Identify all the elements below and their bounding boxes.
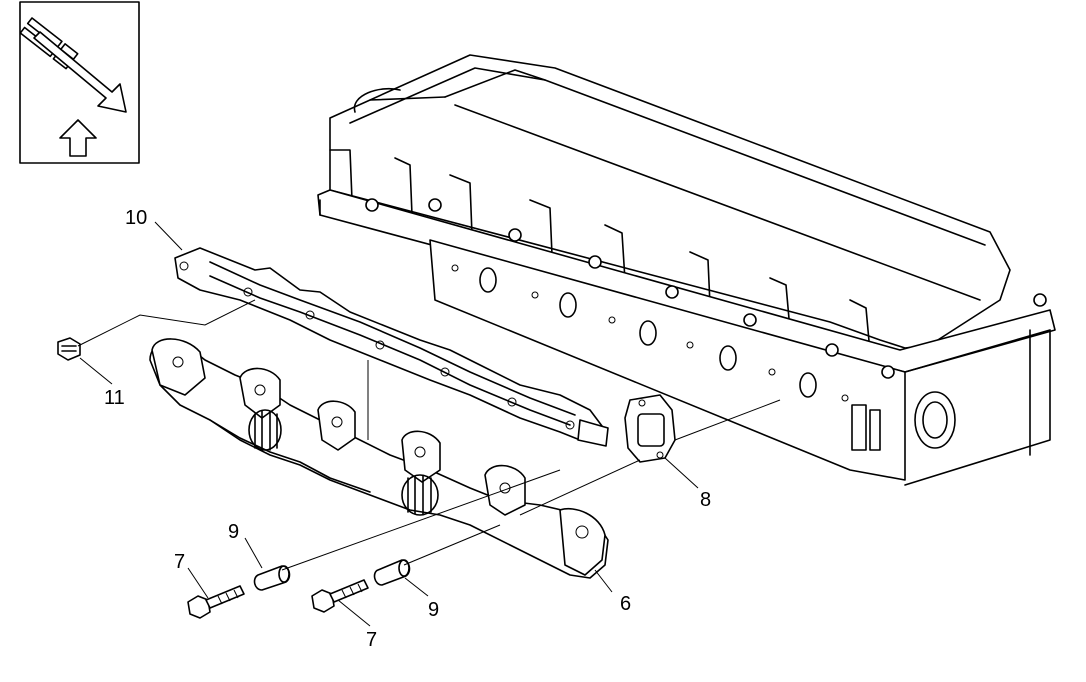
cylinder-head-assembly bbox=[317, 54, 1056, 486]
callout-11: 11 bbox=[104, 387, 125, 409]
exhaust-gasket bbox=[624, 394, 676, 463]
manifold-bolt-right bbox=[311, 579, 369, 613]
spacer-sleeve-left bbox=[253, 565, 291, 591]
manifold-bolt-left bbox=[187, 585, 245, 619]
assembly-leader-lines bbox=[77, 221, 781, 627]
heat-shield-bolt bbox=[57, 337, 81, 361]
callout-7-left: 7 bbox=[174, 551, 185, 573]
heat-shield bbox=[174, 247, 609, 447]
callout-7-right: 7 bbox=[366, 629, 377, 651]
view-direction-icon bbox=[19, 1, 140, 164]
callout-9-left: 9 bbox=[228, 521, 239, 543]
exhaust-manifold bbox=[149, 338, 609, 579]
spacer-sleeve-right bbox=[373, 559, 411, 586]
callout-8: 8 bbox=[700, 489, 711, 511]
callout-6: 6 bbox=[620, 593, 631, 615]
callout-9-right: 9 bbox=[428, 599, 439, 621]
callout-10: 10 bbox=[125, 207, 147, 229]
